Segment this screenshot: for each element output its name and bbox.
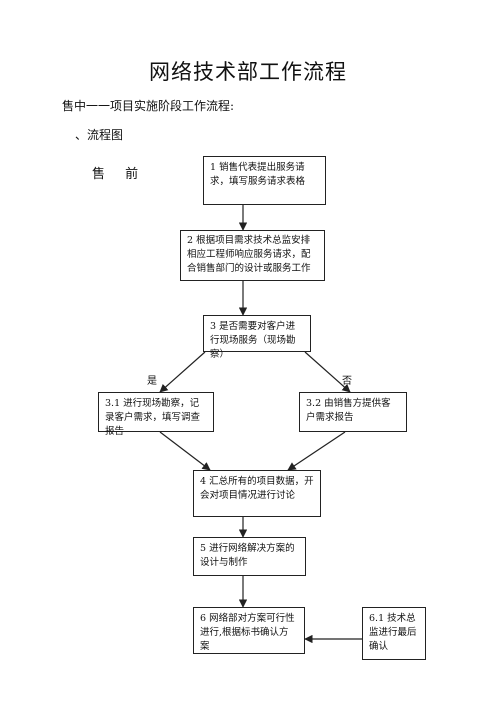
step-6-box: 6 网络部对方案可行性进行,根据标书确认方案: [193, 607, 305, 654]
step-2-box: 2 根据项目需求技术总监安排相应工程师响应服务请求，配合销售部门的设计或服务工作: [180, 230, 325, 281]
arrow-3-2-to-4: [287, 431, 346, 471]
no-label: 否: [342, 376, 352, 387]
section-heading: 、流程图: [75, 128, 124, 142]
arrow-3-to-3-2: [304, 351, 351, 393]
arrow-3-to-3-1: [159, 351, 206, 393]
step-3-2-box: 3.2 由销售方提供客户需求报告: [299, 392, 407, 432]
step-4-box: 4 汇总所有的项目数据，开会对项目情况进行讨论: [193, 470, 321, 517]
yes-label: 是: [147, 376, 157, 387]
step-3-1-box: 3.1 进行现场勘察，记录客户需求，填写调查报告: [98, 392, 214, 437]
arrow-3-1-to-4: [159, 431, 211, 471]
stage-label: 售 前: [92, 167, 147, 182]
step-3-box: 3 是否需要对客户进行现场服务（现场勘察）: [203, 315, 311, 360]
step-6-1-box: 6.1 技术总监进行最后确认: [362, 607, 426, 660]
page-title: 网络技术部工作流程: [149, 60, 347, 84]
step-1-box: 1 销售代表提出服务请求，填写服务请求表格: [203, 156, 326, 205]
phase-heading: 售中一一项目实施阶段工作流程:: [62, 99, 235, 113]
step-5-box: 5 进行网络解决方案的设计与制作: [193, 537, 306, 576]
